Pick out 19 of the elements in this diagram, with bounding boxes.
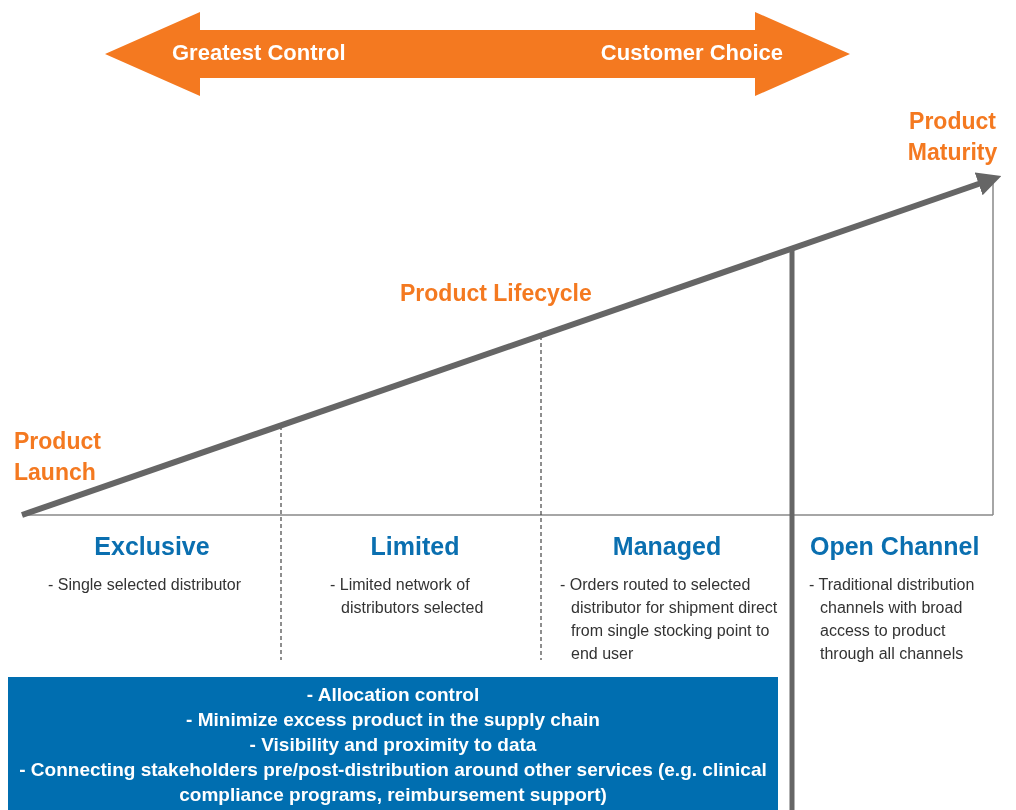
info-panel [8,677,778,810]
bullet-text: - Connecting stakeholders pre/post-distribution around other services (e.g. clinical compliance programs, reimbursement support) [18,758,768,807]
column-heading: Exclusive [93,531,211,561]
column-heading: Managed [611,531,723,561]
column-heading: Limited [369,531,461,561]
axis-label: Product Lifecycle [400,279,593,308]
axis-label: Product Maturity [906,107,999,167]
bullet-text: - Allocation control [305,683,481,707]
axis-label: Product Launch [14,427,102,487]
column-description: - Limited network of distributors selected [330,575,485,618]
arrow-label: Customer Choice [600,39,783,67]
double-arrow [105,12,850,96]
column-description: - Orders routed to selected distributor for shipment direct from single stocking point to end user [560,575,779,664]
arrow-label: Greatest Control [172,39,346,67]
column-description: - Traditional distribution channels with broad access to product through all channels [809,575,976,664]
column-description: - Single selected distributor [48,575,242,595]
bullet-text: - Minimize excess product in the supply chain [185,708,601,732]
column-heading: Open Channel [810,531,981,561]
bullet-text: - Visibility and proximity to data [248,733,538,757]
